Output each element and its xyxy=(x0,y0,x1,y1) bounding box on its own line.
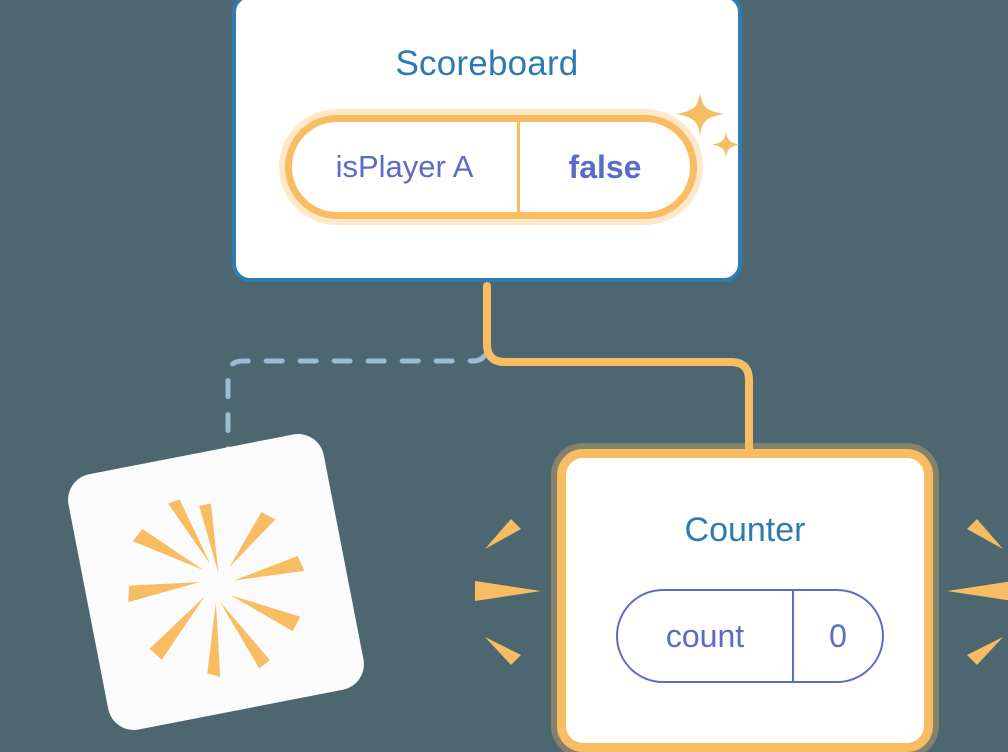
counter-property-key: count xyxy=(618,591,794,681)
burst-rays-icon xyxy=(128,499,305,677)
scoreboard-title: Scoreboard xyxy=(395,44,579,83)
scoreboard-property-key: isPlayer A xyxy=(292,122,520,212)
scoreboard-card[interactable]: Scoreboard isPlayer A false xyxy=(232,0,742,282)
burst-card[interactable] xyxy=(63,429,369,735)
counter-card[interactable]: Counter count 0 xyxy=(557,449,933,752)
connector-scoreboard-to-counter xyxy=(483,282,753,464)
counter-title: Counter xyxy=(684,511,806,549)
counter-emphasis-rays-right xyxy=(947,519,1008,665)
scoreboard-property-value: false xyxy=(568,148,642,185)
counter-property-value: 0 xyxy=(829,617,847,654)
counter-property-pill[interactable]: count 0 xyxy=(616,589,884,683)
scoreboard-property-pill[interactable]: isPlayer A false xyxy=(285,115,697,219)
counter-emphasis-rays-left xyxy=(475,519,541,665)
